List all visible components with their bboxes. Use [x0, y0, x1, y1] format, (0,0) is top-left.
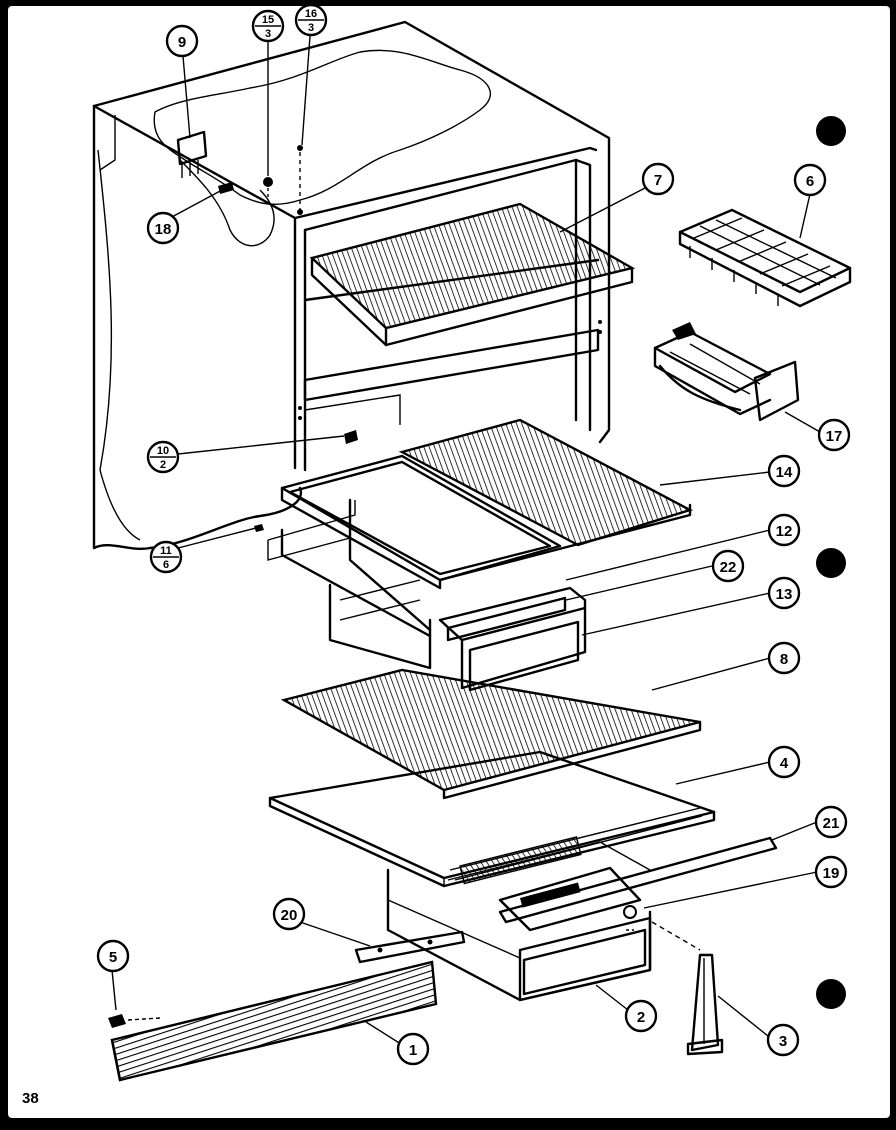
callout-4: 4 — [767, 745, 801, 779]
callout-7: 7 — [641, 162, 675, 196]
callout-label: 19 — [823, 865, 840, 882]
lower-wire-shelf — [280, 668, 702, 800]
callout-label: 6 — [806, 173, 814, 190]
callout-label: 7 — [654, 172, 662, 189]
bottom-drawer — [386, 836, 652, 1002]
callout-label: 5 — [109, 949, 117, 966]
callout-20: 20 — [272, 897, 306, 931]
trim-strip — [498, 836, 778, 924]
callout-21: 21 — [814, 805, 848, 839]
callout-numerator: 11 — [160, 545, 172, 557]
callout-numerator: 10 — [157, 445, 169, 457]
freezer-cabinet — [92, 20, 611, 551]
pan-screw — [254, 524, 264, 532]
callout-3: 3 — [766, 1023, 800, 1057]
callout-13: 13 — [767, 576, 801, 610]
callout-19: 19 — [814, 855, 848, 889]
upper-wire-shelf — [309, 202, 636, 347]
callout-label: 17 — [826, 428, 843, 445]
callout-5: 5 — [96, 939, 130, 973]
callout-11-6: 116 — [149, 540, 183, 574]
crisper-shelf-assembly — [267, 418, 694, 638]
meat-pan-drawer — [328, 579, 587, 692]
leveling-leg — [651, 921, 724, 1056]
callout-numerator: 15 — [262, 14, 274, 26]
callout-label: 12 — [776, 523, 793, 540]
callout-label: 4 — [780, 755, 789, 772]
leader-lines — [111, 35, 821, 1047]
plug-button — [297, 145, 303, 151]
registration-dot-middle — [816, 548, 846, 578]
callout-16-3: 163 — [294, 3, 328, 37]
ice-cube-tray — [678, 208, 852, 308]
callout-label: 13 — [776, 586, 793, 603]
callout-label: 2 — [637, 1009, 645, 1026]
callout-17: 17 — [817, 418, 851, 452]
mounting-clip — [218, 182, 234, 194]
callout-label: 1 — [409, 1042, 417, 1059]
callout-1: 1 — [396, 1032, 430, 1066]
callout-label: 3 — [779, 1033, 787, 1050]
ice-maker — [653, 322, 800, 422]
hinge-bracket — [354, 930, 466, 964]
callout-8: 8 — [767, 641, 801, 675]
callout-15-3: 153 — [251, 9, 285, 43]
callout-label: 8 — [780, 651, 788, 668]
callout-label: 18 — [155, 221, 172, 238]
shelf-support-screw — [263, 177, 273, 187]
callout-6: 6 — [793, 163, 827, 197]
registration-dot-top — [816, 116, 846, 146]
callout-denominator: 3 — [308, 22, 314, 34]
grille-clip — [108, 1014, 161, 1028]
callout-9: 9 — [165, 24, 199, 58]
shelf-screw — [344, 430, 358, 444]
callout-denominator: 2 — [160, 459, 166, 471]
page-number: 38 — [22, 1090, 39, 1107]
callout-label: 20 — [281, 907, 298, 924]
callout-14: 14 — [767, 454, 801, 488]
callout-label: 14 — [776, 464, 793, 481]
callout-numerator: 16 — [305, 8, 317, 20]
callout-denominator: 6 — [163, 559, 169, 571]
control-assembly — [498, 866, 642, 932]
callout-label: 22 — [720, 559, 737, 576]
callout-denominator: 3 — [265, 28, 271, 40]
callout-label: 21 — [823, 815, 840, 832]
callout-10-2: 102 — [146, 440, 180, 474]
callout-22: 22 — [711, 549, 745, 583]
callout-2: 2 — [624, 999, 658, 1033]
toe-grille — [110, 960, 438, 1082]
light-switch-part — [176, 130, 208, 178]
callout-label: 9 — [178, 34, 186, 51]
callout-18: 18 — [146, 211, 180, 245]
callout-12: 12 — [767, 513, 801, 547]
registration-dot-bottom — [816, 979, 846, 1009]
